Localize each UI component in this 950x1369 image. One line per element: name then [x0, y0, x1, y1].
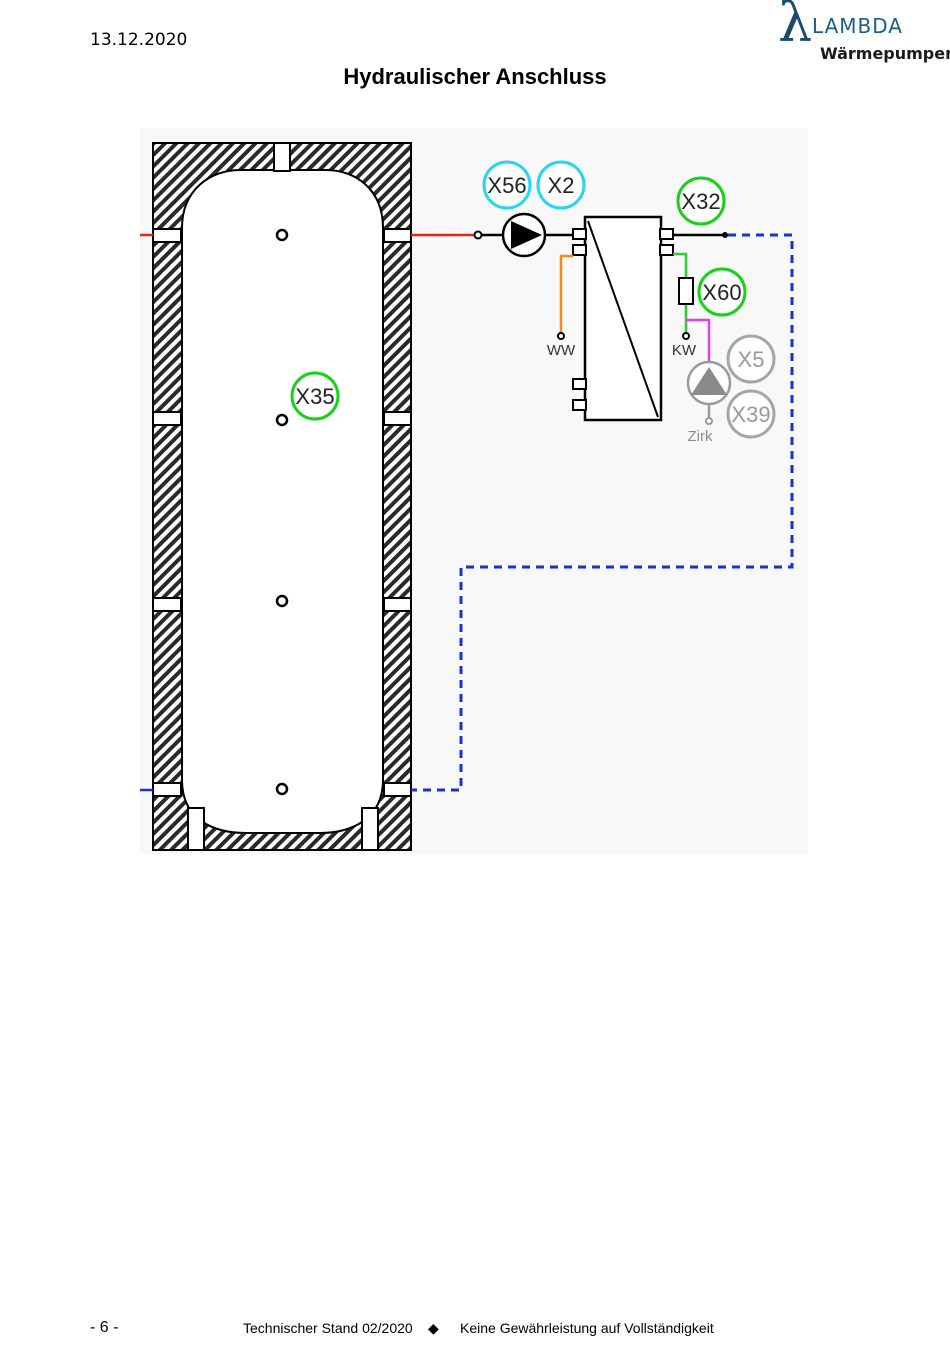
badge-x39-label: X39 — [731, 402, 770, 427]
socket-right-3 — [383, 597, 412, 612]
badge-x32-label: X32 — [681, 189, 720, 214]
badge-x56-label: X56 — [487, 173, 526, 198]
page-title: Hydraulischer Anschluss — [343, 64, 607, 89]
tank-vessel — [181, 169, 384, 834]
flow-sensor — [678, 277, 694, 305]
sensor-pocket-1 — [275, 228, 289, 242]
charging-pump — [501, 212, 573, 258]
badge-x60: X60 — [697, 267, 747, 317]
lambda-symbol: λ — [778, 0, 813, 54]
badge-x2: X2 — [536, 160, 586, 210]
badge-x5-label: X5 — [738, 347, 765, 372]
label-kw: KW — [672, 342, 697, 359]
tank-leg-left — [187, 807, 205, 851]
footer-stand: Technischer Stand 02/2020 — [243, 1320, 413, 1336]
cold-return-line — [140, 232, 794, 792]
badge-x39: X39 — [726, 389, 776, 439]
logo-name: LAMBDA — [812, 14, 903, 38]
tank-top-vent — [273, 142, 291, 172]
tank-leg-right — [361, 807, 379, 851]
badge-x60-label: X60 — [702, 280, 741, 305]
socket-right-1 — [383, 228, 412, 243]
plate-heat-exchanger — [572, 215, 674, 422]
label-zirk: Zirk — [688, 428, 713, 445]
socket-left-1 — [152, 228, 182, 243]
page-number: - 6 - — [90, 1319, 119, 1336]
badge-x35-label: X35 — [295, 384, 334, 409]
hot-supply-line — [140, 230, 502, 240]
socket-right-2 — [383, 411, 412, 426]
badge-x5: X5 — [726, 334, 776, 384]
circulation-pump — [686, 360, 732, 425]
kw-line — [673, 252, 711, 365]
label-ww: WW — [547, 342, 576, 359]
socket-left-3 — [152, 597, 182, 612]
socket-right-4 — [383, 782, 412, 797]
badge-x56: X56 — [482, 160, 532, 210]
footer-separator: ◆ — [428, 1320, 439, 1336]
ww-line — [557, 254, 573, 340]
footer-note: Keine Gewährleistung auf Vollständigkeit — [460, 1320, 714, 1336]
sensor-pocket-2 — [275, 413, 289, 427]
sensor-pocket-3 — [275, 594, 289, 608]
lambda-logo: λ LAMBDA Wärmepumpen — [776, 0, 950, 66]
sensor-pocket-4 — [275, 782, 289, 796]
logo-subtitle: Wärmepumpen — [820, 44, 950, 63]
badge-x35: X35 — [290, 371, 340, 421]
badge-x32: X32 — [676, 176, 726, 226]
socket-left-2 — [152, 411, 182, 426]
badge-x2-label: X2 — [548, 173, 575, 198]
storage-tank — [152, 142, 412, 851]
document-date: 13.12.2020 — [90, 30, 188, 50]
socket-left-4 — [152, 782, 182, 797]
